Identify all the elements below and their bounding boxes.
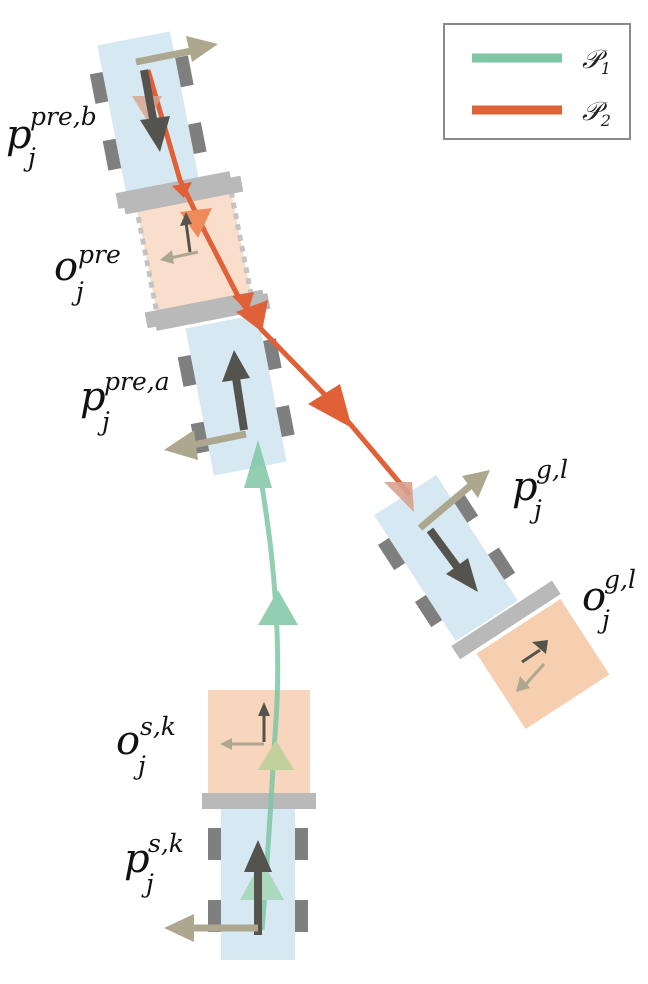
path-2-arrowhead	[236, 300, 268, 332]
svg-text:pre: pre	[78, 240, 121, 269]
path-2-arrowhead	[232, 292, 254, 312]
fork-bar-goal	[451, 580, 561, 660]
path-1-arrowhead	[258, 590, 298, 625]
svg-text:p: p	[80, 374, 106, 420]
frame-arrows	[135, 36, 546, 942]
fork-bar-start	[202, 793, 316, 809]
svg-text:pre,b: pre,b	[30, 102, 97, 131]
svg-text:s,k: s,k	[148, 829, 184, 858]
path-2-arrowhead	[132, 96, 162, 122]
svg-text:o: o	[582, 574, 606, 620]
path-2	[132, 69, 414, 512]
svg-text:p: p	[512, 464, 538, 510]
heading-arrows	[140, 69, 548, 935]
path-2-arrowhead	[384, 482, 414, 512]
svg-text:pre,a: pre,a	[104, 367, 170, 396]
svg-text:o: o	[116, 718, 140, 764]
svg-text:s,k: s,k	[140, 712, 176, 741]
svg-text:g,l: g,l	[536, 455, 568, 484]
label-o-pre: o pre j	[54, 240, 121, 306]
legend: 𝒫1 𝒫2	[443, 23, 631, 140]
label-p-pre-b: p pre,b j	[6, 102, 97, 172]
label-o-s-k: o s,k j	[116, 712, 176, 780]
fork-bar-pre-top	[115, 171, 233, 209]
label-p-s-k: p s,k j	[124, 829, 184, 898]
object-start	[208, 690, 310, 794]
label-p-g-l: p g,l j	[512, 455, 568, 524]
svg-text:o: o	[54, 244, 78, 290]
path-1-arrowhead	[258, 740, 294, 770]
svg-text:g,l: g,l	[604, 565, 636, 594]
label-p-pre-a: p pre,a j	[80, 367, 170, 436]
svg-text:p: p	[124, 836, 150, 882]
svg-text:p: p	[6, 112, 32, 158]
path-1-arrowhead	[244, 440, 272, 488]
path-2-arrowhead	[172, 182, 192, 198]
label-o-g-l: o g,l j	[582, 565, 636, 634]
path-2-arrowhead	[180, 208, 212, 238]
path-2-arrowhead	[308, 384, 352, 428]
